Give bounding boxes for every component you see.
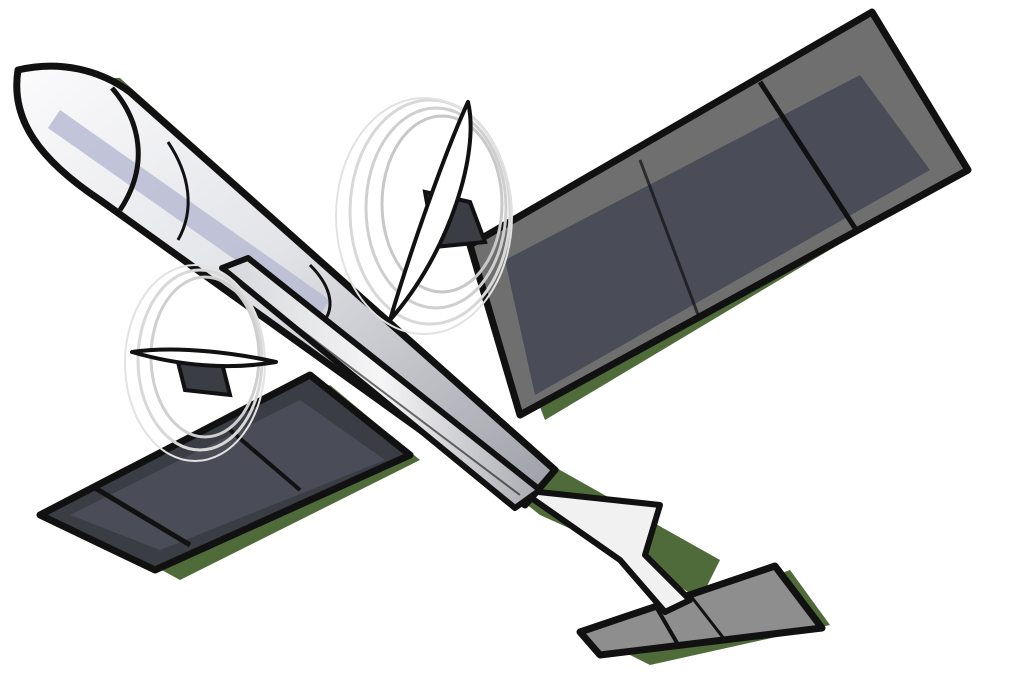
right-wing-icon — [466, 8, 972, 419]
propeller-icon — [335, 97, 513, 335]
fuselage-spine-icon — [219, 255, 543, 511]
propeller-icon — [124, 264, 278, 462]
left-wing-icon — [36, 371, 414, 574]
tail-icon — [517, 487, 826, 659]
